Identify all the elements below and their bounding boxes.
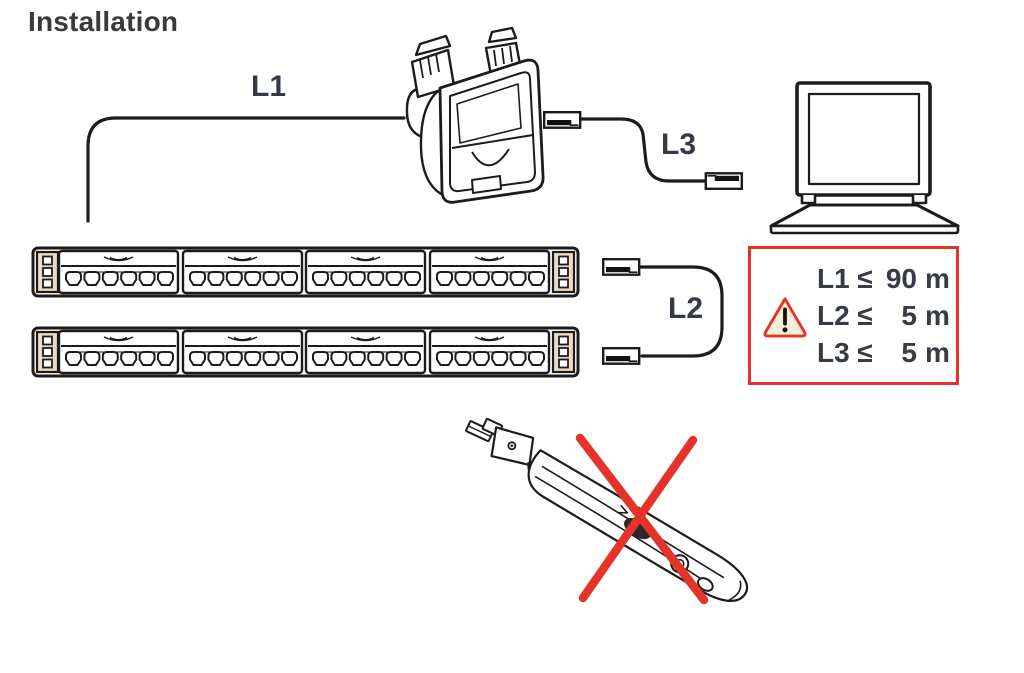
- rj45-plug-icon: [704, 172, 743, 191]
- cable-label-l2: L2: [668, 292, 704, 325]
- length-limit-list: L1 ≤ 90 m L2 ≤ 5 m L3 ≤ 5 m: [817, 260, 950, 371]
- punch-down-tool-icon: [465, 417, 749, 602]
- limit-value: 5: [901, 337, 917, 368]
- cable-label-l3: L3: [661, 128, 697, 161]
- cable-label-l1: L1: [251, 70, 287, 103]
- red-cross-icon: [575, 433, 709, 605]
- limit-label: L3: [817, 337, 850, 368]
- limit-label: L1: [817, 263, 850, 294]
- limit-value: 90: [885, 263, 917, 294]
- limit-unit: m: [925, 300, 950, 331]
- page-title: Installation: [28, 6, 179, 37]
- cable-l2: [639, 265, 724, 358]
- rj45-plug-icon: [543, 110, 582, 129]
- rj45-plug-icon: [602, 258, 641, 276]
- limit-label: L2: [817, 300, 850, 331]
- limit-operator: ≤: [857, 337, 873, 368]
- limit-unit: m: [925, 337, 950, 368]
- cable-l3: [579, 117, 706, 183]
- laptop-icon: [769, 81, 960, 235]
- warning-triangle-icon: [763, 297, 807, 338]
- cable-l1: [86, 116, 406, 223]
- patch-panel-icon: [33, 248, 578, 296]
- limit-unit: m: [925, 263, 950, 294]
- limit-operator: ≤: [857, 263, 873, 294]
- patch-panel-icon: [33, 328, 578, 376]
- length-limits-warning-box: L1 ≤ 90 m L2 ≤ 5 m L3 ≤ 5 m: [748, 246, 959, 385]
- wall-outlet-icon: [405, 26, 545, 204]
- limit-value: 5: [901, 300, 917, 331]
- limit-operator: ≤: [857, 300, 873, 331]
- rj45-plug-icon: [602, 347, 641, 365]
